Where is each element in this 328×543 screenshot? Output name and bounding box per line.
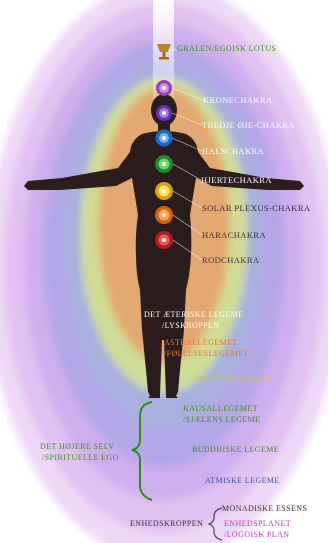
throat-chakra-icon <box>156 130 173 147</box>
label-krone: Kronechakra <box>203 96 273 105</box>
label-kausal-1: Kausallegemet <box>183 405 258 414</box>
third-eye-chakra-icon <box>156 105 172 121</box>
crown-chakra-icon <box>156 80 172 96</box>
label-monadiske: Monadiske essens <box>222 505 307 514</box>
heart-chakra-icon <box>155 155 173 173</box>
label-hara: Harachakra <box>202 231 266 240</box>
label-astral-2: /følelseslegemet <box>164 350 249 359</box>
label-enhedsplanet-2: /logoisk plan <box>224 531 289 540</box>
label-aeteriske-1: Det æteriske legeme <box>144 311 243 320</box>
label-tredje-oje: Tredje øje-chakra <box>202 121 295 130</box>
sacral-chakra-icon <box>155 206 173 224</box>
label-hjerte: Hjertechakra <box>201 176 272 185</box>
label-hojere-1: Det højere selv <box>40 443 114 452</box>
label-buddhiske: Buddhiske legeme <box>192 446 279 455</box>
label-hojere-2: /spirituelle ego <box>42 454 119 463</box>
label-astral-1: Astrallegemet <box>164 339 238 348</box>
label-mental: Mentallegemet <box>196 376 271 385</box>
label-atmiske: Atmiske legeme <box>205 477 280 486</box>
label-graal: Gralen/Egoisk lotus <box>177 45 276 54</box>
label-enhedskroppen: Enhedskroppen <box>130 520 203 529</box>
root-chakra-icon <box>155 231 173 249</box>
label-aeteriske-2: /lyskroppen <box>162 322 219 331</box>
label-hals: Halschakra <box>202 147 264 156</box>
solar-plexus-chakra-icon <box>155 182 173 200</box>
label-enhedsplanet-1: Enhedsplanet <box>224 520 291 529</box>
label-rod: Rodchakra <box>202 256 259 265</box>
label-solar: Solar plexus-chakra <box>202 204 310 213</box>
label-kausal-2: /sjælens legeme <box>183 416 260 425</box>
